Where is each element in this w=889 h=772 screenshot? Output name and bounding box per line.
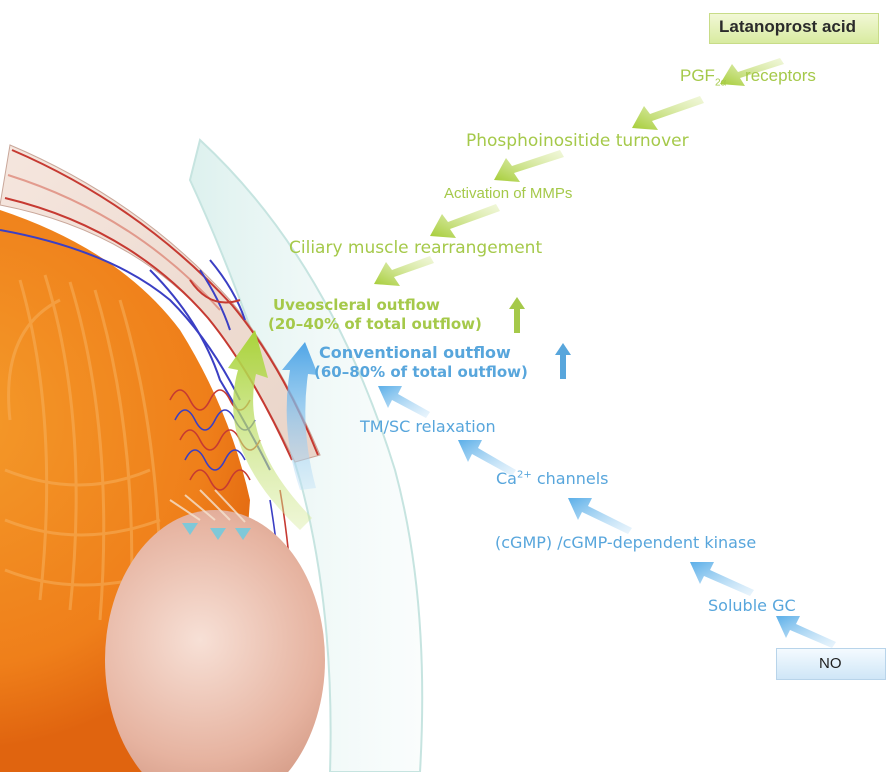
ca-channels-label: Ca2+ channels [496,469,608,488]
soluble-gc-label: Soluble GC [708,596,796,615]
conventional-title: Conventional outflow [319,343,511,362]
cgmp-kinase-label: (cGMP) /cGMP-dependent kinase [495,533,756,552]
mmps-label: Activation of MMPs [444,185,572,202]
uveoscleral-title: Uveoscleral outflow [273,296,440,314]
uveoscleral-detail: (20–40% of total outflow) [268,315,482,333]
ca-suffix: channels [537,469,609,488]
pgf-receptors-label: PGF2α receptors [680,66,816,88]
uveoscleral-increase-icon [509,297,525,333]
no-label: NO [819,655,842,672]
tm-sc-relaxation-label: TM/SC relaxation [360,417,496,436]
phosphoinositide-label: Phosphoinositide turnover [466,131,689,151]
conventional-increase-icon [555,343,571,379]
ca-superscript: 2+ [517,470,532,481]
pgf-prefix: PGF [680,66,715,85]
latanoprost-label: Latanoprost acid [719,17,856,37]
ciliary-muscle-label: Ciliary muscle rearrangement [289,238,542,258]
conventional-detail: (60–80% of total outflow) [314,363,528,381]
pgf-suffix: receptors [745,66,816,85]
ca-prefix: Ca [496,469,517,488]
pgf-subscript: 2α [715,77,726,88]
